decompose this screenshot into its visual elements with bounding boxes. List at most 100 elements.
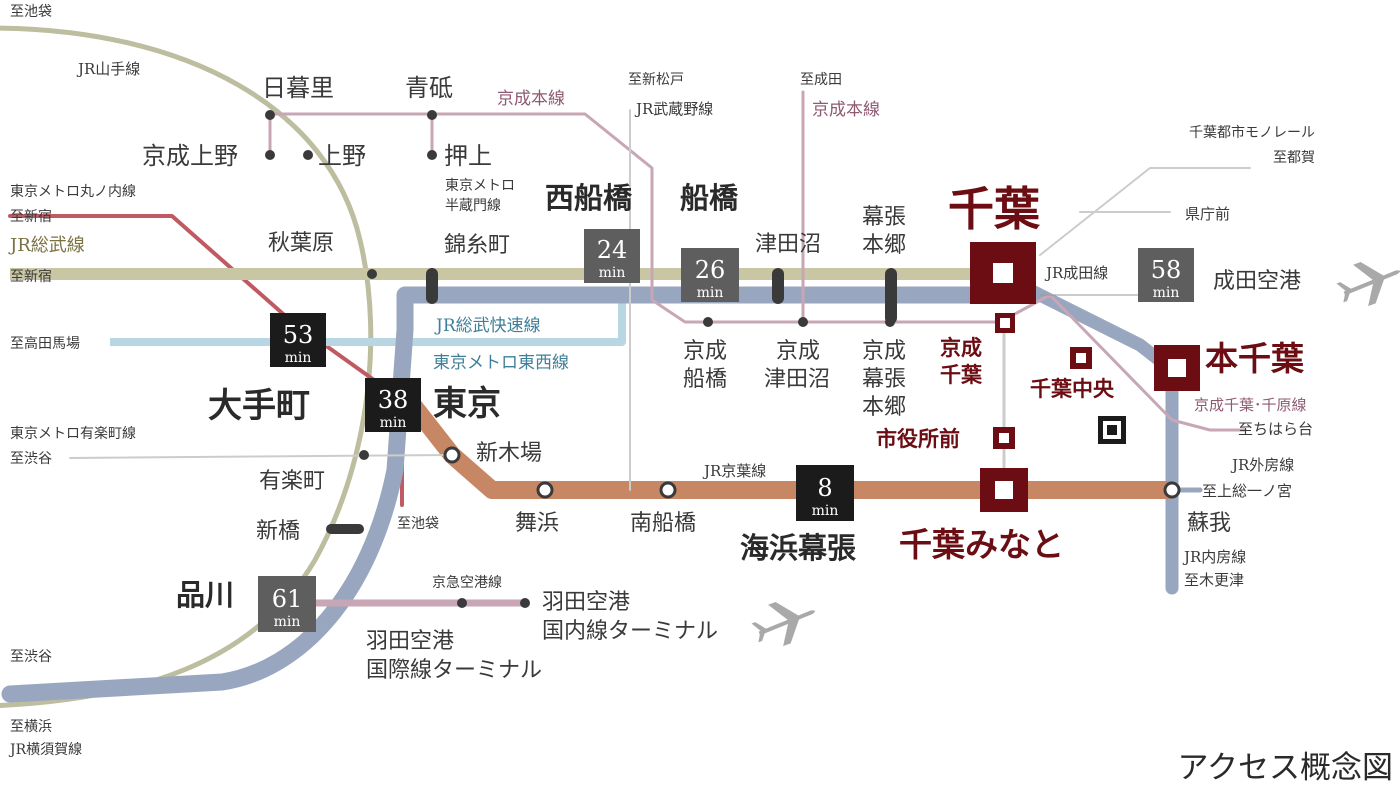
label-marunouchi-1: 東京メトロ丸ノ内線 [10,184,136,200]
station-dot-icon [367,269,377,279]
label-to-chiharadai: 至ちはら台 [1238,420,1313,438]
time-box-nishifunabashi: 24 min [584,229,640,283]
station-square-icon [993,263,1013,283]
label-kinshicho: 錦糸町 [444,233,510,258]
station-dot-icon [457,598,467,608]
label-keisei-makuhari-2: 幕張 [862,367,906,392]
station-dot-icon [443,446,461,464]
label-akihabara: 秋葉原 [268,231,334,256]
time-unit: min [380,415,407,431]
label-jr-musashino: JR武蔵野線 [634,100,713,118]
label-soga: 蘇我 [1187,511,1231,536]
time-value: 61 [272,585,303,613]
time-box-tokyo: 38 min [365,378,421,432]
transfer-marker [772,268,784,304]
label-to-shinmatsudo: 至新松戸 [628,72,684,88]
label-jr-sobu-rapid: JR総武快速線 [434,316,541,336]
label-keisei-chiba-2: 千葉 [940,362,983,387]
time-unit: min [599,265,626,281]
label-ueno: 上野 [318,142,366,170]
label-otemachi: 大手町 [208,386,310,426]
label-narita-airport: 成田空港 [1213,269,1301,294]
label-chiba-minato: 千葉みなと [899,525,1064,564]
label-yurakucho-line: 東京メトロ有楽町線 [10,426,136,442]
label-hanzomon-1: 東京メトロ [445,178,515,194]
time-box-narita: 58 min [1138,248,1194,302]
time-unit: min [697,285,724,301]
time-box-funabashi: 26 min [681,248,739,302]
label-keisei-honsen-1: 京成本線 [497,89,565,109]
transfer-marker [885,268,897,324]
time-unit: min [274,614,301,630]
label-jr-yamanote: JR山手線 [76,60,140,78]
label-to-yokohama: 至横浜 [10,719,52,735]
station-square-icon [1168,359,1186,377]
label-keisei-chiba-1: 京成 [940,335,982,360]
label-aoto: 青砥 [405,74,453,102]
label-shinagawa: 品川 [176,578,234,612]
label-to-ikebukuro-top: 至池袋 [10,4,52,20]
label-to-narita: 至成田 [800,72,842,88]
property-marker-icon [1107,425,1117,435]
label-hanzomon-2: 半蔵門線 [445,198,501,214]
label-keisei-makuhari-3: 本郷 [862,395,906,420]
time-unit: min [812,503,839,519]
station-dot-icon [703,317,713,327]
label-jr-sobu: JR総武線 [8,235,85,256]
time-value: 26 [695,256,726,284]
label-to-shibuya-1: 至渋谷 [10,451,52,467]
label-nishifunabashi: 西船橋 [545,181,633,215]
station-dot-icon [427,110,437,120]
label-keisei-makuhari-1: 京成 [862,339,906,364]
label-jr-sotobo: JR外房線 [1230,456,1294,474]
time-value: 53 [283,321,314,349]
label-shinbashi: 新橋 [256,519,300,544]
time-value: 24 [597,236,628,264]
station-dot-icon [520,598,530,608]
station-dot-icon [536,481,554,499]
label-keisei-ueno: 京成上野 [142,142,238,170]
label-tsudanuma: 津田沼 [755,232,821,257]
label-keisei-honsen-2: 京成本線 [812,100,880,120]
label-keisei-tsudanuma-2: 津田沼 [764,367,830,392]
label-yurakucho: 有楽町 [259,469,325,494]
station-dot-icon [359,450,369,460]
tozai-line [110,298,626,346]
label-tokyo: 東京 [433,384,501,424]
label-makuhari-hongo-2: 本郷 [862,233,906,258]
station-dot-icon [659,481,677,499]
label-kenchomae: 県庁前 [1185,205,1230,223]
label-to-tsuga: 至都賀 [1273,150,1315,166]
label-keisei-funabashi-1: 京成 [683,339,727,364]
time-box-otemachi: 53 min [270,313,326,367]
label-jr-yokosuka: JR横須賀線 [8,742,82,758]
label-to-shinjuku-1: 至新宿 [10,208,52,225]
label-tozai-line: 東京メトロ東西線 [433,353,569,373]
station-dot-icon [427,150,437,160]
label-to-shibuya-2: 至渋谷 [10,649,52,665]
station-dot-icon [798,317,808,327]
map-title: アクセス概念図 [1178,750,1393,786]
label-to-kazusaichinomiya: 至上総一ノ宮 [1202,482,1292,500]
label-chiba-chuo: 千葉中央 [1030,376,1115,401]
time-boxes: 24 min 26 min 58 min 53 min 38 min 8 min [258,229,1194,632]
label-jr-keiyo: JR京葉線 [702,462,766,480]
label-jr-narita: JR成田線 [1044,264,1108,282]
station-square-icon [1076,353,1086,363]
time-box-kaihinmakuhari: 8 min [796,465,854,521]
label-keikyu: 京急空港線 [432,575,502,591]
transfer-marker [426,268,438,304]
station-dot-icon [1163,481,1181,499]
label-to-shinjuku-2: 至新宿 [10,268,52,285]
yurakucho-line [69,454,453,459]
airplane-icon [751,602,816,647]
station-dot-icon [265,110,275,120]
label-honchiba: 本千葉 [1205,339,1305,378]
station-dot-icon [265,150,275,160]
label-haneda-dom-2: 国内線ターミナル [542,619,718,644]
label-to-takadanobaba: 至高田馬場 [10,335,80,352]
label-haneda-int-1: 羽田空港 [366,629,454,654]
label-haneda-int-2: 国際線ターミナル [366,658,542,683]
